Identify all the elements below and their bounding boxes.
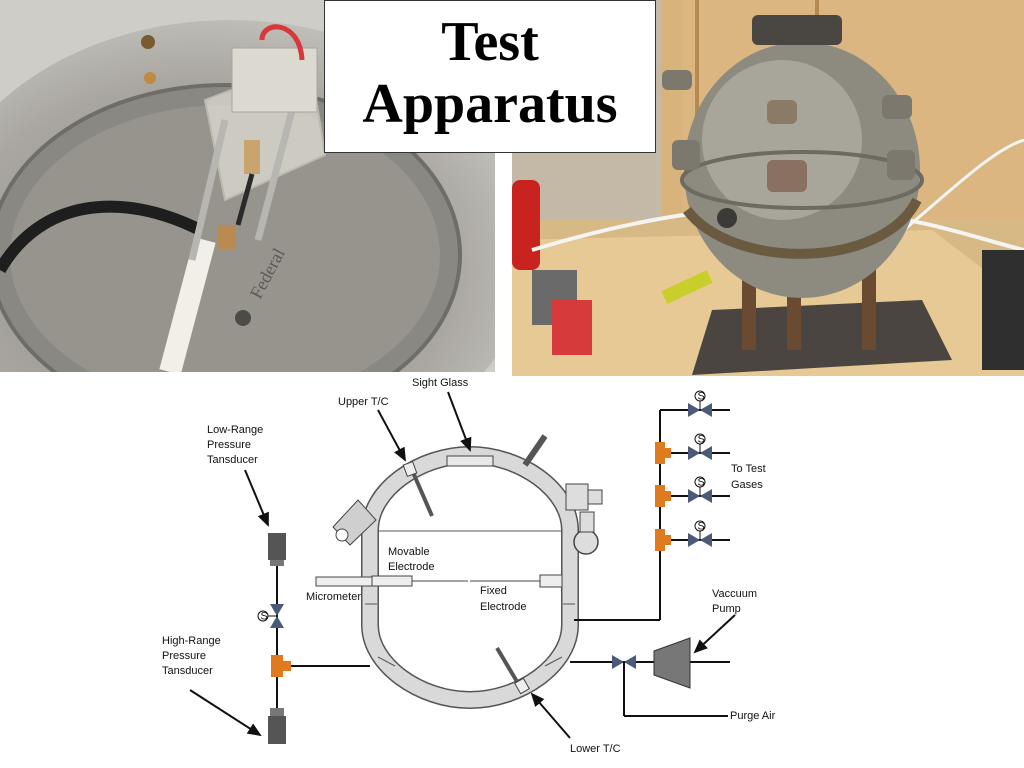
- label-high-range-3: Tansducer: [162, 665, 213, 677]
- svg-text:S: S: [698, 434, 705, 446]
- label-to-test-1: To Test: [731, 463, 766, 475]
- label-low-range-1: Low-Range: [207, 424, 263, 436]
- high-range-transducer: [268, 716, 286, 744]
- low-range-transducer: [268, 533, 286, 560]
- label-low-range-2: Pressure: [207, 439, 251, 451]
- label-vacuum-2: Pump: [712, 603, 741, 615]
- label-upper-tc: Upper T/C: [338, 396, 389, 408]
- label-vacuum-1: Vaccuum: [712, 588, 757, 600]
- title-line-2: Apparatus: [362, 73, 618, 135]
- vessel: [361, 445, 579, 710]
- upper-port: [522, 434, 548, 467]
- tee-left: [271, 655, 283, 677]
- solenoid-valve-4: S: [688, 520, 712, 547]
- tees-right: [655, 442, 671, 551]
- label-lower-tc: Lower T/C: [570, 743, 621, 755]
- pressure-line-left: S: [257, 533, 370, 744]
- label-movable-1: Movable: [388, 546, 430, 558]
- solenoid-valve-2: S: [688, 433, 712, 460]
- sight-glass: [446, 455, 494, 467]
- label-high-range-2: Pressure: [162, 650, 206, 662]
- label-purge-air: Purge Air: [730, 710, 776, 722]
- photo-pressure-vessel: [512, 0, 1024, 376]
- label-high-range-1: High-Range: [162, 635, 221, 647]
- label-fixed-2: Electrode: [480, 601, 526, 613]
- label-to-test-2: Gases: [731, 479, 763, 491]
- left-port: [332, 499, 377, 546]
- valve-left: S: [257, 604, 284, 628]
- label-low-range-3: Tansducer: [207, 454, 258, 466]
- right-fitting: [565, 483, 603, 555]
- svg-text:S: S: [261, 611, 268, 623]
- solenoid-valve-1: S: [688, 390, 712, 417]
- vacuum-pump: [653, 637, 691, 689]
- gas-manifold: [574, 409, 730, 621]
- leader-lines: [189, 391, 736, 739]
- page-title: Test Apparatus: [324, 0, 656, 153]
- title-line-1: Test: [441, 11, 539, 73]
- apparatus-schematic: S S S S S: [162, 377, 776, 755]
- solenoid-valve-3: S: [688, 476, 712, 503]
- label-sight-glass: Sight Glass: [412, 377, 469, 389]
- label-movable-2: Electrode: [388, 561, 434, 573]
- label-fixed-1: Fixed: [480, 585, 507, 597]
- svg-text:S: S: [698, 477, 705, 489]
- micrometer-assembly: [315, 574, 563, 588]
- svg-text:S: S: [698, 391, 705, 403]
- upper-thermocouple: [410, 469, 434, 517]
- label-micrometer: Micrometer: [306, 591, 361, 603]
- svg-text:S: S: [698, 521, 705, 533]
- vacuum-line: [570, 637, 730, 717]
